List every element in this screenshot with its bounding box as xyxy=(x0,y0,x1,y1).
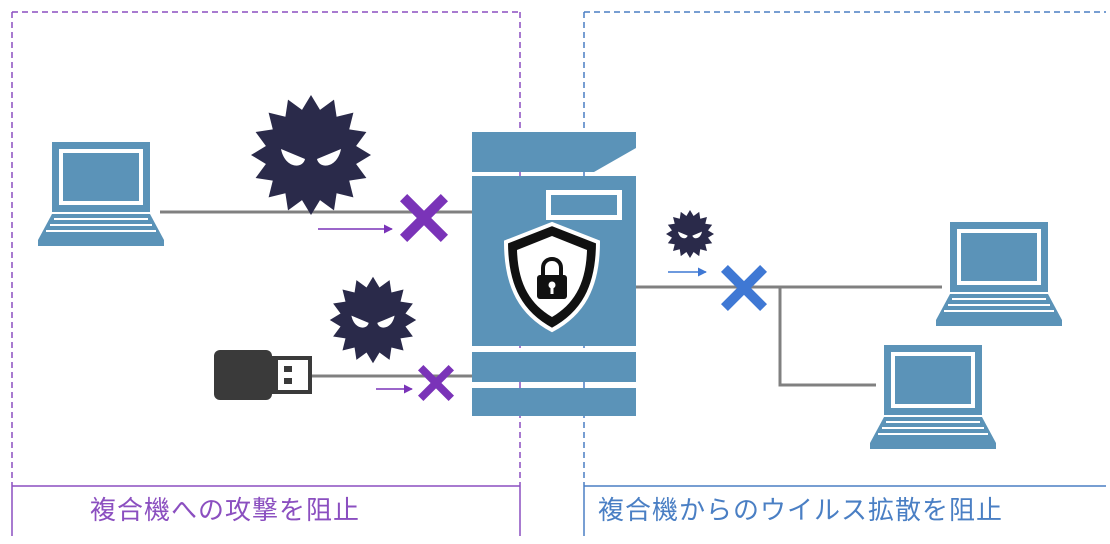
usb-drive-icon xyxy=(214,350,312,400)
cross-block-icon xyxy=(721,265,767,311)
laptop-icon xyxy=(936,222,1062,326)
virus-eye-left xyxy=(678,231,688,239)
virus-eye-right xyxy=(692,231,702,239)
virus-body xyxy=(251,95,371,215)
left-panel-caption: 複合機への攻撃を阻止 xyxy=(90,496,361,526)
virus-eye-left xyxy=(281,149,305,166)
left-panel-frame xyxy=(11,11,521,536)
virus-body xyxy=(329,276,417,364)
virus-eye-left xyxy=(351,315,369,328)
right-panel-caption: 複合機からのウイルス拡散を阻止 xyxy=(598,496,1004,526)
virus-eye-right xyxy=(377,315,395,328)
laptop-icon xyxy=(38,142,164,246)
virus-icon xyxy=(666,210,714,258)
virus-body xyxy=(666,210,714,258)
multifunction-printer-icon xyxy=(472,132,636,416)
shield-lock-icon xyxy=(503,221,601,333)
virus-icon xyxy=(329,276,417,364)
cross-block-icon xyxy=(400,194,448,242)
network-branch-line xyxy=(778,287,876,387)
cross-block-icon xyxy=(418,365,454,401)
virus-icon xyxy=(251,95,371,215)
laptop-icon xyxy=(870,345,996,449)
virus-eye-right xyxy=(317,149,341,166)
